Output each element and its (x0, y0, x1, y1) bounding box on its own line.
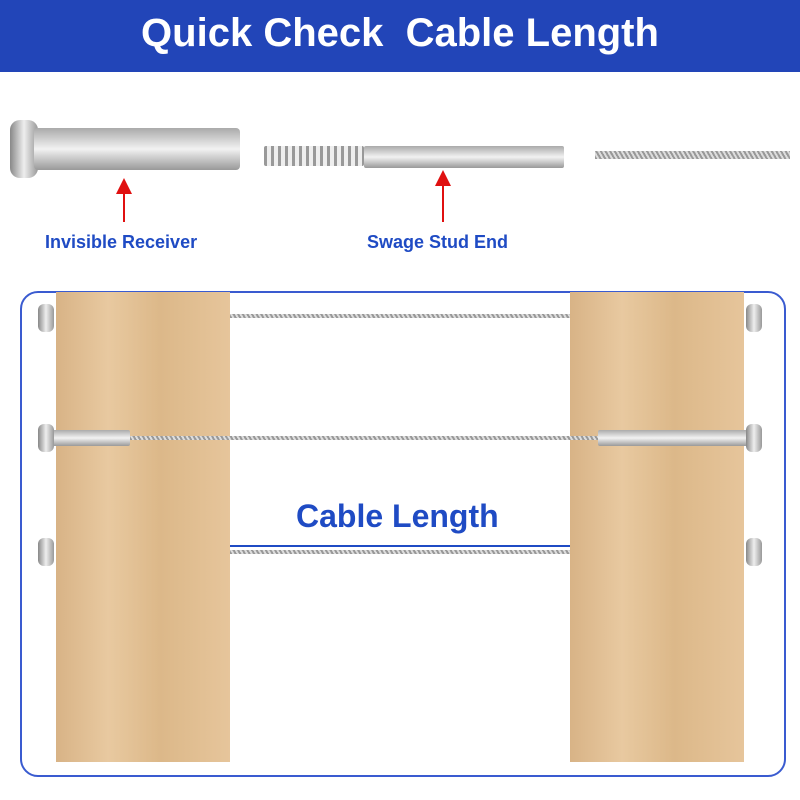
cable-sample (595, 151, 790, 159)
right-post (570, 292, 744, 762)
top-cable (230, 314, 570, 318)
stud-label: Swage Stud End (367, 232, 509, 252)
cable-length-label: Cable Length (296, 498, 499, 534)
knob (746, 424, 762, 452)
middle-cable (130, 436, 600, 440)
railing-frame (20, 291, 786, 777)
knob (38, 304, 54, 332)
knob (38, 424, 54, 452)
knob (38, 538, 54, 566)
left-post (56, 292, 230, 762)
left-receiver (50, 430, 130, 446)
right-stud (598, 430, 748, 446)
knob (746, 304, 762, 332)
receiver-label: Invisible Receiver (45, 232, 198, 252)
knob (746, 538, 762, 566)
bottom-cable (230, 550, 570, 554)
title-banner: Quick Check Cable Length (0, 0, 800, 72)
